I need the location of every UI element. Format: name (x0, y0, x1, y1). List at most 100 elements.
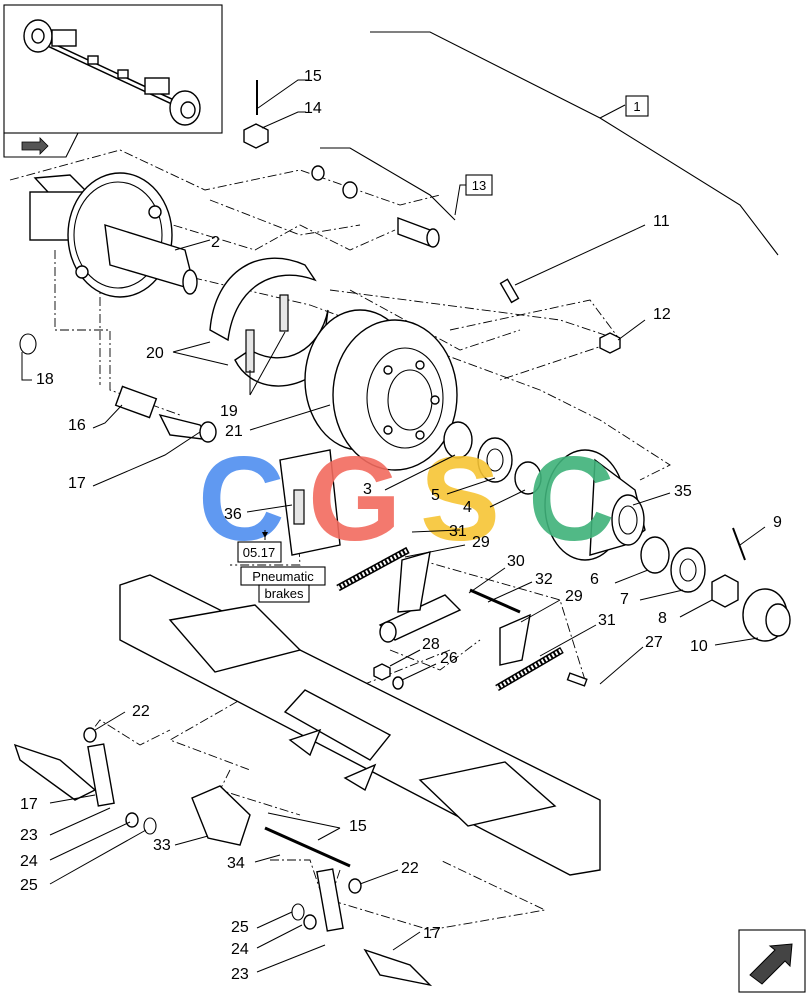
label-15-bottom: 15 (349, 818, 367, 835)
label-21: 21 (225, 423, 243, 440)
castle-nut[interactable] (243, 123, 269, 149)
leader-lines (21, 79, 766, 973)
label-35: 35 (674, 483, 692, 500)
label-23-right: 23 (231, 966, 249, 983)
assembly-group-lines (320, 31, 779, 256)
section-ref-box[interactable]: 05.17 (237, 530, 282, 563)
label-32: 32 (535, 571, 553, 588)
spring-31-lower[interactable] (495, 646, 564, 692)
view-arrow-icon (21, 137, 49, 155)
label-25-left: 25 (20, 877, 38, 894)
ref-box-13[interactable]: 13 (465, 174, 493, 196)
watermark-letter-c2: C (528, 432, 615, 566)
label-34: 34 (227, 855, 245, 872)
watermark-letter-s: S (420, 432, 500, 566)
camshaft-lower-right[interactable] (316, 868, 433, 987)
brake-shoes[interactable] (209, 257, 329, 387)
brake-cylinder[interactable] (378, 594, 462, 643)
label-12: 12 (653, 306, 671, 323)
label-24-right: 24 (231, 941, 249, 958)
circlip-25-right[interactable] (291, 903, 305, 921)
camshaft-lower-left[interactable] (13, 743, 115, 807)
brake-backing-plate[interactable] (29, 172, 173, 298)
label-11: 11 (653, 213, 670, 230)
watermark: C G S C (198, 432, 615, 566)
part-labels: 15 14 2 11 12 20 18 19 16 21 17 3 5 35 4… (20, 68, 782, 983)
watermark-letter-c1: C (198, 432, 285, 566)
label-19: 19 (220, 403, 238, 420)
washer-small[interactable] (311, 165, 358, 199)
ref-13-label: 13 (472, 178, 486, 193)
label-17-mid: 17 (20, 796, 38, 813)
label-33: 33 (153, 837, 171, 854)
label-31-bottom: 31 (598, 612, 616, 629)
cam-bushing[interactable] (114, 385, 158, 419)
washer-24-right[interactable] (303, 914, 317, 930)
wheel-nut[interactable] (599, 332, 621, 354)
axle-thumbnail[interactable] (3, 4, 223, 158)
label-29-top: 29 (472, 534, 490, 551)
washer-22-right[interactable] (348, 878, 362, 894)
label-6: 6 (590, 571, 599, 588)
ref-1-label: 1 (633, 99, 640, 114)
label-22-top: 22 (132, 703, 150, 720)
rod-32[interactable] (469, 588, 521, 614)
label-28: 28 (422, 636, 440, 653)
seal-and-bearings[interactable] (443, 421, 706, 593)
watermark-letter-g: G (308, 432, 401, 566)
circlip-18[interactable] (19, 333, 37, 355)
washer-26[interactable] (392, 676, 404, 690)
label-5: 5 (431, 487, 440, 504)
section-ref-label: 05.17 (243, 545, 276, 560)
label-25-right: 25 (231, 919, 249, 936)
label-16: 16 (68, 417, 86, 434)
label-24-left: 24 (20, 853, 38, 870)
label-7: 7 (620, 591, 629, 608)
circlip-25-left[interactable] (143, 817, 157, 835)
washer-22-left[interactable] (83, 727, 97, 743)
label-31-top: 31 (449, 523, 467, 540)
wheel-hub[interactable] (544, 449, 646, 561)
label-36: 36 (224, 506, 242, 523)
small-nut-28[interactable] (373, 663, 391, 681)
lever-29-lower[interactable] (499, 613, 531, 666)
label-2: 2 (211, 234, 220, 251)
lever-29-upper[interactable] (397, 551, 431, 613)
shaft-34[interactable] (264, 826, 351, 868)
label-26: 26 (440, 650, 458, 667)
washer-24-left[interactable] (125, 812, 139, 828)
label-15-top: 15 (304, 68, 322, 85)
label-4: 4 (463, 499, 472, 516)
label-29-bottom: 29 (565, 588, 583, 605)
hub-nut[interactable] (711, 574, 739, 608)
stub-axle[interactable] (104, 224, 198, 295)
label-18: 18 (36, 371, 54, 388)
ref-box-1[interactable]: 1 (625, 95, 649, 117)
label-30: 30 (507, 553, 525, 570)
bolt-27[interactable] (566, 672, 588, 687)
label-8: 8 (658, 610, 667, 627)
cotter-pin[interactable] (732, 527, 746, 561)
label-27: 27 (645, 634, 663, 651)
label-14: 14 (304, 100, 322, 117)
brakes-label: brakes (264, 586, 304, 601)
label-17-top: 17 (68, 475, 86, 492)
spring-31-upper[interactable] (336, 546, 410, 592)
next-page-arrow-icon[interactable] (738, 929, 806, 993)
pneumatic-label: Pneumatic (252, 569, 314, 584)
label-9: 9 (773, 514, 782, 531)
pin-13[interactable] (397, 216, 440, 248)
label-10: 10 (690, 638, 708, 655)
chamber-bracket[interactable] (279, 449, 341, 556)
axle-beam[interactable] (119, 574, 601, 876)
hub-cap[interactable] (742, 588, 791, 642)
label-17-bottom: 17 (423, 925, 441, 942)
wheel-bolt[interactable] (499, 278, 520, 304)
label-23-left: 23 (20, 827, 38, 844)
pneumatic-brakes-link[interactable]: Pneumatic brakes (240, 566, 326, 603)
label-3: 3 (363, 481, 372, 498)
brake-drum[interactable] (304, 309, 458, 471)
label-20: 20 (146, 345, 164, 362)
slack-adjuster[interactable] (191, 785, 251, 846)
